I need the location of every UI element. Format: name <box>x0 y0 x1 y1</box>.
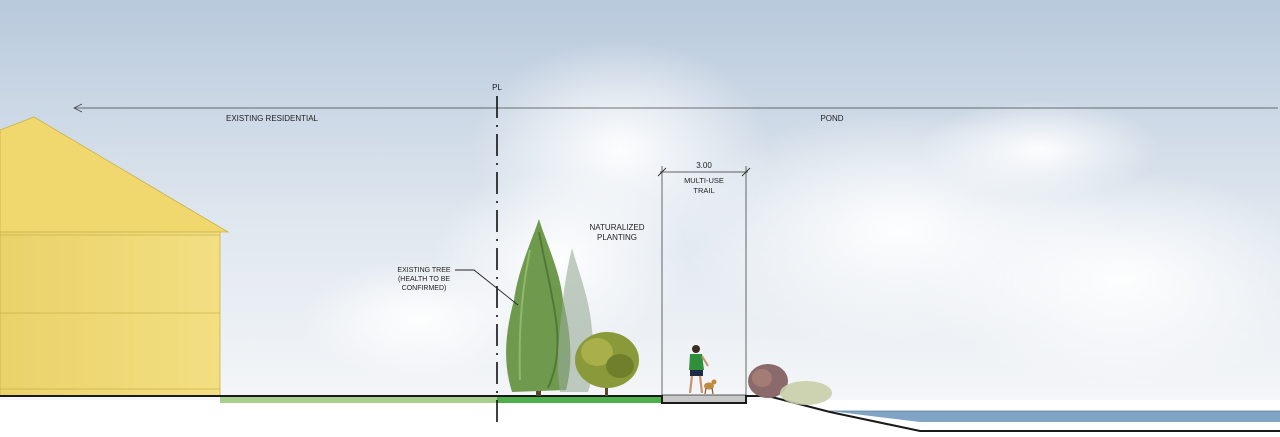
naturalized-planting-line1: NATURALIZED <box>590 223 645 232</box>
existing-tree-label-line1: EXISTING TREE <box>397 267 450 274</box>
existing-house <box>0 116 230 397</box>
existing-tree-label-line2: (HEALTH TO BE <box>398 276 450 283</box>
pond-water <box>830 411 1280 422</box>
trail-dimension <box>657 166 751 395</box>
clouds <box>300 40 1280 390</box>
existing-tree-leader <box>455 269 519 306</box>
pond-label: POND <box>820 114 843 123</box>
naturalized-planting-line2: PLANTING <box>597 233 637 242</box>
pond-edge-shrubs <box>748 364 832 405</box>
jogger-figure <box>688 345 709 394</box>
extent-line <box>73 103 1278 113</box>
property-line-label: PL <box>492 83 502 92</box>
planting-bed-strip <box>497 395 662 403</box>
dog-figure <box>704 379 717 395</box>
trail-label-line2: TRAIL <box>693 186 714 195</box>
shrub <box>575 332 639 396</box>
lawn-strip <box>220 395 497 403</box>
existing-tree <box>506 219 571 396</box>
existing-tree-label-line3: CONFIRMED) <box>402 285 447 292</box>
trail-label-line1: MULTI-USE <box>684 176 724 185</box>
trail-width-label: 3.00 <box>696 161 712 170</box>
trail-surface <box>661 394 747 404</box>
ground-profile-line <box>0 395 1280 432</box>
existing-residential-label: EXISTING RESIDENTIAL <box>226 114 319 123</box>
